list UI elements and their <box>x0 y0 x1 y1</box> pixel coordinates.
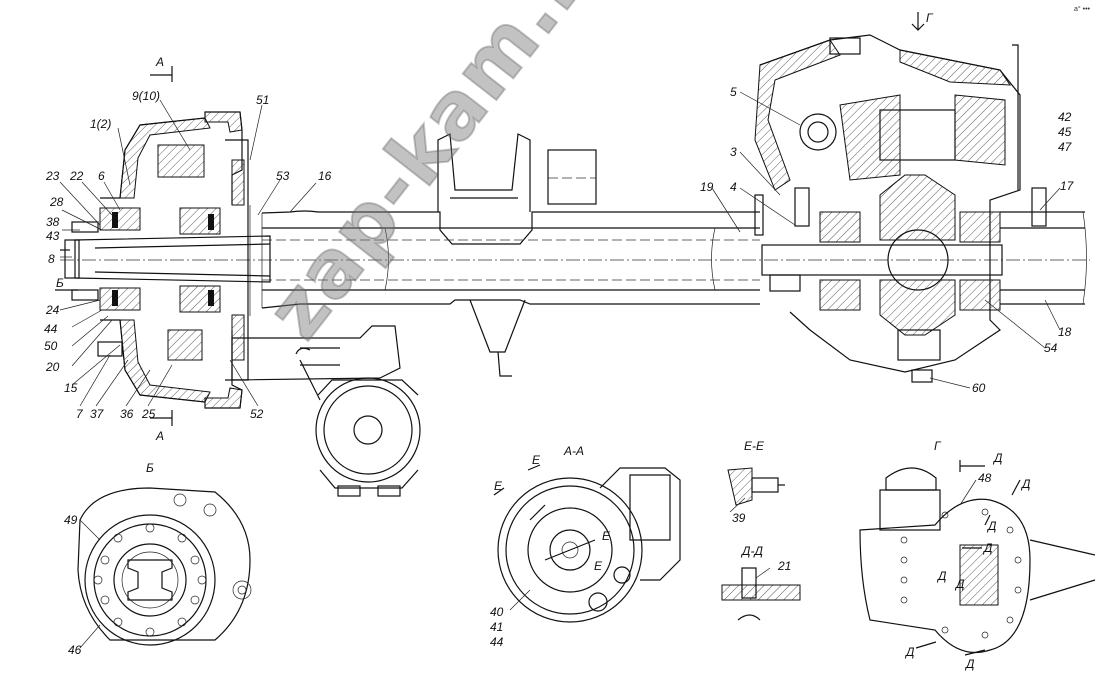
callout-23: 23 <box>46 169 60 183</box>
leader-lines <box>59 91 1061 649</box>
section-title-dd: Д-Д <box>742 544 763 558</box>
cut-mark-e-4: Е <box>594 559 603 573</box>
callout-4: 4 <box>730 180 737 194</box>
callout-47: 47 <box>1058 140 1072 154</box>
callout-18: 18 <box>1058 325 1072 339</box>
cut-mark-d-7: Д <box>906 645 915 659</box>
callout-42: 42 <box>1058 110 1072 124</box>
section-title-g: Г <box>934 439 941 453</box>
callout-7: 7 <box>76 407 83 421</box>
callout-17: 17 <box>1060 179 1074 193</box>
cut-mark-e-2: Е <box>494 479 503 493</box>
cut-mark-a-top: А <box>156 55 165 69</box>
callout-39: 39 <box>732 511 746 525</box>
callout-37: 37 <box>90 407 104 421</box>
cut-mark-a-bottom: А <box>156 429 165 443</box>
brake-chamber <box>295 347 421 497</box>
callout-41: 41 <box>490 620 504 634</box>
callout-50: 50 <box>44 339 58 353</box>
callout-46: 46 <box>68 643 82 657</box>
cut-mark-d-8: Д <box>966 657 975 671</box>
differential-housing <box>754 34 1047 383</box>
cut-mark-b: Б <box>56 276 64 290</box>
callout-15: 15 <box>64 381 78 395</box>
cut-mark-d-4: Д <box>984 541 993 555</box>
callout-24: 24 <box>46 303 60 317</box>
callout-8: 8 <box>48 252 55 266</box>
callout-44: 44 <box>44 322 58 336</box>
callout-53: 53 <box>276 169 290 183</box>
callout-20: 20 <box>46 360 60 374</box>
wheel-hub-assembly <box>60 111 271 409</box>
callout-38: 38 <box>46 215 60 229</box>
callout-5: 5 <box>730 85 737 99</box>
callout-25: 25 <box>142 407 156 421</box>
callout-21: 21 <box>778 559 792 573</box>
cut-arrows <box>55 12 1021 656</box>
axle-beam <box>60 133 1090 309</box>
callout-45: 45 <box>1058 125 1072 139</box>
callout-3: 3 <box>730 145 737 159</box>
cut-mark-e-1: Е <box>532 453 541 467</box>
callout-43: 43 <box>46 229 60 243</box>
view-b-hub-face <box>77 487 252 646</box>
callout-36: 36 <box>120 407 134 421</box>
callout-1-2: 1(2) <box>90 117 112 131</box>
callout-60: 60 <box>972 381 986 395</box>
view-g-housing <box>859 467 1096 654</box>
cut-mark-e-3: Е <box>602 529 611 543</box>
callout-48: 48 <box>978 471 992 485</box>
callout-22: 22 <box>70 169 84 183</box>
callout-54: 54 <box>1044 341 1058 355</box>
cut-mark-d-2: Д <box>1022 477 1031 491</box>
cut-mark-d-1: Д <box>994 451 1003 465</box>
callout-28: 28 <box>50 195 64 209</box>
cut-mark-d-3: Д <box>988 519 997 533</box>
callout-16: 16 <box>318 169 332 183</box>
cut-mark-d-5: Д <box>938 569 947 583</box>
callout-51: 51 <box>256 93 270 107</box>
section-title-aa: А-А <box>564 444 585 458</box>
cut-mark-d-6: Д <box>956 577 965 591</box>
callout-40: 40 <box>490 605 504 619</box>
callout-19: 19 <box>700 180 714 194</box>
section-title-b: Б <box>146 461 154 475</box>
section-aa-brake <box>497 467 681 623</box>
callout-52: 52 <box>250 407 264 421</box>
callout-49: 49 <box>64 513 78 527</box>
section-title-ee: Е-Е <box>744 439 765 453</box>
callout-9-10: 9(10) <box>132 89 161 103</box>
suspension-arm <box>231 299 526 381</box>
corner-mark: a° ••• <box>1074 6 1090 13</box>
section-ee <box>727 467 785 506</box>
section-dd <box>721 567 801 621</box>
callout-44-b: 44 <box>490 635 504 649</box>
callout-6: 6 <box>98 169 105 183</box>
cut-mark-g: Г <box>926 11 933 25</box>
